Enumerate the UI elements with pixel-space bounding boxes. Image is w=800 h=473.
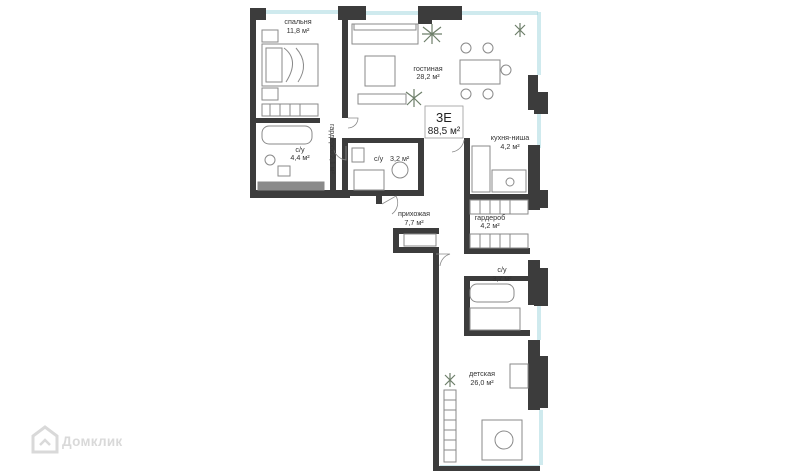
room-area-hall: 7,7 м² [404,218,424,227]
plant-icon [514,23,526,37]
windows [256,10,543,469]
apartment-badge: 3E 88,5 м² [424,105,464,139]
domclick-logo-icon [31,425,59,454]
room-name-bath-1: с/у [295,145,305,154]
room-labels: спальня 11,8 м² гостиная 28,2 м² кухня-н… [284,17,529,387]
room-name-bath-2: с/у [374,154,384,163]
room-name-kidsroom: детская [469,369,495,378]
plant-icon [444,373,456,387]
room-area-kitchen: 4,2 м² [500,142,520,151]
walls [250,6,548,471]
room-area-bath-2: 3,2 м² [390,154,410,163]
furniture [257,23,529,463]
room-name-kitchen: кухня-ниша [491,133,529,142]
room-name-hall: прихожая [398,209,430,218]
room-area-bath-3: 3,7 м² [492,274,512,283]
plants [405,23,526,387]
plant-icon [405,89,423,107]
room-name-wardrobe-1: гардероб [328,124,336,154]
room-name-living: гостиная [413,64,442,73]
room-area-wardrobe-1: 2,1 м² [328,155,335,174]
apartment-area: 88,5 м² [428,126,461,137]
room-name-bath-3: с/у [497,265,507,274]
watermark: Домклик [31,425,123,454]
room-area-bedroom: 11,8 м² [287,26,310,35]
room-area-bath-1: 4,4 м² [290,153,310,162]
apartment-code: 3E [436,110,452,125]
room-name-bedroom: спальня [284,17,311,26]
watermark-text: Домклик [62,434,123,449]
door-swings [333,117,465,267]
room-area-kidsroom: 26,0 м² [470,378,494,387]
room-area-wardrobe-2: 4,2 м² [480,221,500,230]
plant-icon [422,24,442,44]
room-name-wardrobe-2: гардероб [475,213,506,222]
room-area-living: 28,2 м² [416,72,440,81]
